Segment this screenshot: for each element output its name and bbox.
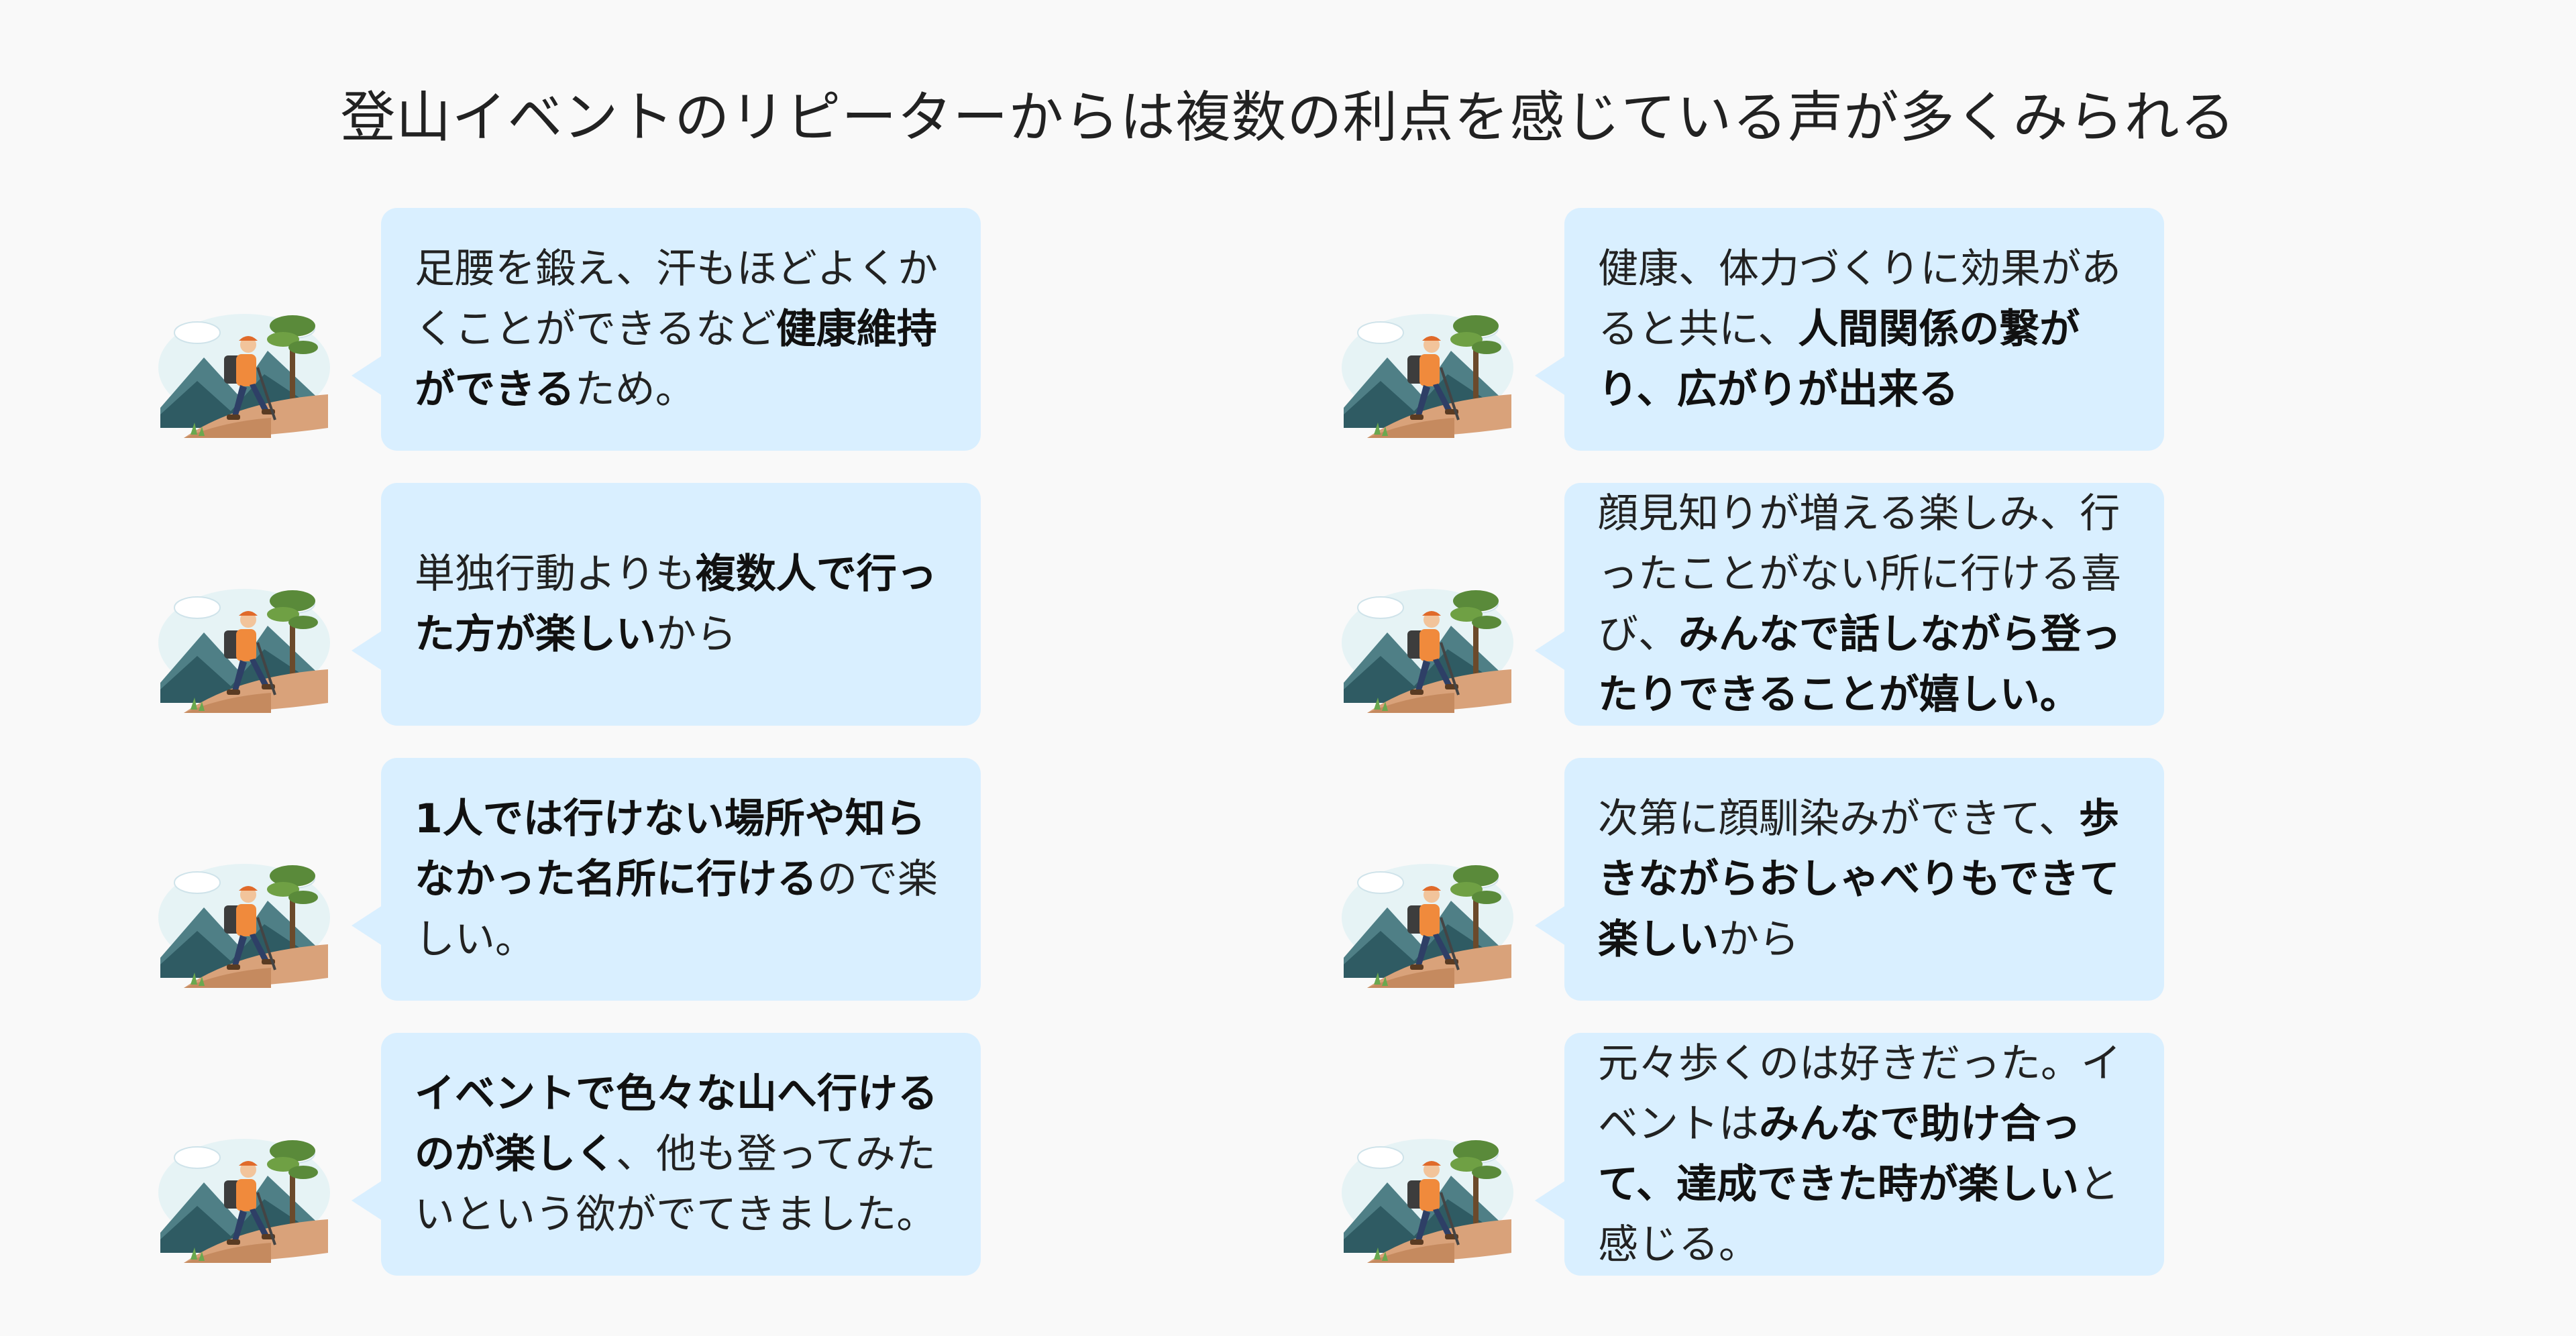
hiker-illustration [1340, 569, 1515, 716]
testimonial-card: 単独行動よりも複数人で行った方が楽しいから [157, 483, 981, 726]
testimonial-text: 次第に顔馴染みができて、歩きながらおしゃべりもできて楽しいから [1598, 789, 2131, 970]
testimonial-card: イベントで色々な山へ行けるのが楽しく、他も登ってみたいという欲がでてきました。 [157, 1033, 981, 1276]
testimonial-card: 足腰を鍛え、汗もほどよくかくことができるなど健康維持ができるため。 [157, 208, 981, 451]
speech-bubble-tail [352, 1180, 382, 1221]
speech-bubble: 顔見知りが増える楽しみ、行ったことがない所に行ける喜び、みんなで話しながら登った… [1564, 483, 2164, 726]
testimonial-card: 1人では行けない場所や知らなかった名所に行けるので楽しい。 [157, 758, 981, 1001]
plain-text: から [1719, 916, 1799, 963]
emphasis-text: 複数人で行った方が楽しい [415, 551, 937, 658]
speech-bubble-tail [1535, 1180, 1566, 1221]
testimonial-card: 次第に顔馴染みができて、歩きながらおしゃべりもできて楽しいから [1340, 758, 2164, 1001]
testimonial-text: イベントで色々な山へ行けるのが楽しく、他も登ってみたいという欲がでてきました。 [415, 1064, 947, 1245]
hiker-illustration [157, 569, 331, 716]
speech-bubble: 1人では行けない場所や知らなかった名所に行けるので楽しい。 [381, 758, 981, 1001]
testimonial-card: 健康、体力づくりに効果があると共に、人間関係の繋がり、広がりが出来る [1340, 208, 2164, 451]
speech-bubble-tail [352, 905, 382, 946]
hiker-illustration [1340, 1119, 1515, 1266]
hiker-illustration [157, 844, 331, 991]
speech-bubble-tail [352, 630, 382, 671]
speech-bubble: イベントで色々な山へ行けるのが楽しく、他も登ってみたいという欲がでてきました。 [381, 1033, 981, 1276]
plain-text: 元々歩くのは好きだった。イベントは [1598, 1040, 2121, 1148]
plain-text: 顔見知りが増える楽しみ、行ったことがない所に行ける喜び、 [1598, 490, 2121, 658]
hiker-illustration [157, 294, 331, 441]
speech-bubble-tail [1535, 630, 1566, 671]
speech-bubble: 足腰を鍛え、汗もほどよくかくことができるなど健康維持ができるため。 [381, 208, 981, 451]
plain-text: ので楽しい。 [415, 856, 938, 963]
emphasis-text: イベントで色々な山へ行けるのが楽しく [415, 1070, 938, 1178]
testimonial-card: 元々歩くのは好きだった。イベントはみんなで助け合って、達成できた時が楽しいと感じ… [1340, 1033, 2164, 1276]
speech-bubble-tail [1535, 355, 1566, 396]
hiker-illustration [157, 1119, 331, 1266]
plain-text: ため。 [574, 366, 696, 413]
speech-bubble-tail [352, 355, 382, 396]
plain-text: 次第に顔馴染みができて、 [1598, 795, 2079, 842]
testimonial-text: 顔見知りが増える楽しみ、行ったことがない所に行ける喜び、みんなで話しながら登った… [1598, 484, 2131, 725]
emphasis-text: みんなで話しながら登ったりできることが嬉しい。 [1598, 611, 2121, 718]
hiker-illustration [1340, 294, 1515, 441]
testimonial-text: 1人では行けない場所や知らなかった名所に行けるので楽しい。 [415, 789, 947, 970]
plain-text: 足腰を鍛え、汗もほどよくかくことができるなど [415, 245, 938, 353]
speech-bubble-tail [1535, 905, 1566, 946]
plain-text: 、他も登ってみたいという欲がでてきました。 [415, 1131, 937, 1238]
hiker-illustration [1340, 844, 1515, 991]
emphasis-text: みんなで助け合って、達成できた時が楽しい [1598, 1101, 2081, 1208]
testimonial-card: 顔見知りが増える楽しみ、行ったことがない所に行ける喜び、みんなで話しながら登った… [1340, 483, 2164, 726]
emphasis-text: 1人では行けない場所や知らなかった名所に行ける [415, 795, 926, 903]
plain-text: 健康、体力づくりに効果があると共に、 [1598, 245, 2121, 353]
testimonial-text: 元々歩くのは好きだった。イベントはみんなで助け合って、達成できた時が楽しいと感じ… [1598, 1034, 2131, 1275]
plain-text: と感じる。 [1598, 1161, 2119, 1268]
testimonial-text: 健康、体力づくりに効果があると共に、人間関係の繋がり、広がりが出来る [1598, 239, 2131, 420]
speech-bubble: 元々歩くのは好きだった。イベントはみんなで助け合って、達成できた時が楽しいと感じ… [1564, 1033, 2164, 1276]
speech-bubble: 健康、体力づくりに効果があると共に、人間関係の繋がり、広がりが出来る [1564, 208, 2164, 451]
emphasis-text: 歩きながらおしゃべりもできて楽しい [1598, 795, 2120, 963]
speech-bubble: 単独行動よりも複数人で行った方が楽しいから [381, 483, 981, 726]
plain-text: から [656, 611, 737, 658]
page-title: 登山イベントのリピーターからは複数の利点を感じている声が多くみられる [340, 86, 2236, 150]
emphasis-text: 健康維持ができる [415, 306, 937, 413]
plain-text: 単独行動よりも [415, 551, 696, 598]
emphasis-text: 人間関係の繋がり、広がりが出来る [1598, 306, 2080, 413]
testimonial-text: 単独行動よりも複数人で行った方が楽しいから [415, 544, 947, 665]
testimonial-text: 足腰を鍛え、汗もほどよくかくことができるなど健康維持ができるため。 [415, 239, 947, 420]
speech-bubble: 次第に顔馴染みができて、歩きながらおしゃべりもできて楽しいから [1564, 758, 2164, 1001]
